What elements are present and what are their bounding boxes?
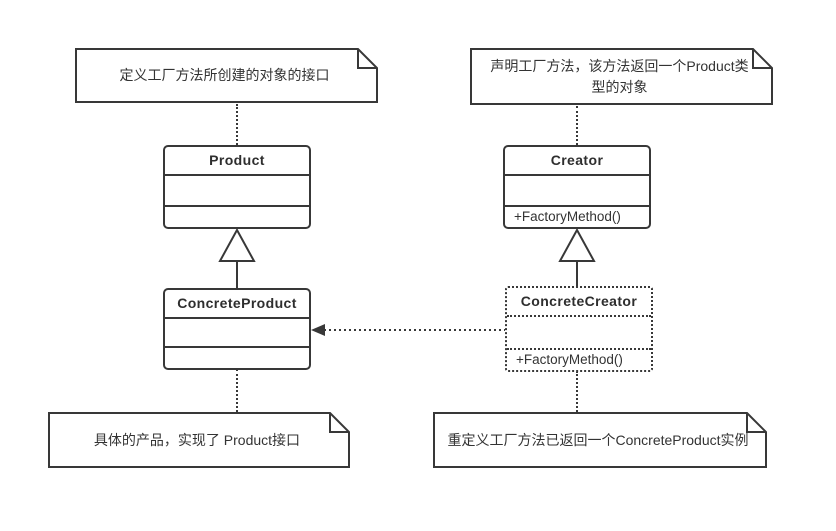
class-concrete-creator-method: +FactoryMethod() [516, 352, 623, 367]
note-text: 定义工厂方法所创建的对象的接口 [119, 67, 330, 84]
note-shape [470, 48, 773, 105]
class-creator: Creator +FactoryMethod() [503, 145, 651, 229]
note-anchor-line-concrete-creator [576, 371, 578, 412]
class-product: Product [163, 145, 311, 229]
class-creator-attributes [505, 176, 649, 207]
note-anchor-line-creator [576, 106, 578, 145]
class-product-attributes [165, 176, 309, 207]
note-anchor-line-product [236, 104, 238, 145]
class-concrete-creator: ConcreteCreator +FactoryMethod() [505, 286, 653, 372]
class-concrete-product-name: ConcreteProduct [165, 290, 309, 319]
class-creator-method: +FactoryMethod() [514, 209, 621, 224]
note-concrete-product: 具体的产品，实现了 Product接口 [48, 412, 350, 468]
note-anchor-line-concrete-product [236, 369, 238, 412]
inheritance-arrow-creator [558, 228, 596, 287]
note-shape [48, 412, 350, 468]
inheritance-arrow-product [218, 228, 256, 289]
class-product-name: Product [165, 147, 309, 176]
class-concrete-product-attributes [165, 319, 309, 348]
note-shape [433, 412, 767, 468]
dependency-arrow-creates [311, 324, 507, 336]
class-concrete-product-methods [165, 348, 309, 368]
note-product-interface: 定义工厂方法所创建的对象的接口 [75, 48, 378, 103]
note-creator-declaration: 声明工厂方法，该方法返回一个Product类型的对象 [470, 48, 773, 105]
class-concrete-product: ConcreteProduct [163, 288, 311, 370]
note-shape [75, 48, 378, 103]
class-concrete-creator-name: ConcreteCreator [507, 288, 651, 317]
note-concrete-creator: 重定义工厂方法已返回一个ConcreteProduct实例 [433, 412, 767, 468]
note-text: 具体的产品，实现了 Product接口 [93, 431, 301, 448]
note-text: 声明工厂方法，该方法返回一个Product类型的对象 [490, 58, 749, 95]
note-text: 重定义工厂方法已返回一个ConcreteProduct实例 [447, 431, 749, 448]
class-concrete-creator-attributes [507, 317, 651, 350]
class-product-methods [165, 207, 309, 227]
class-creator-name: Creator [505, 147, 649, 176]
